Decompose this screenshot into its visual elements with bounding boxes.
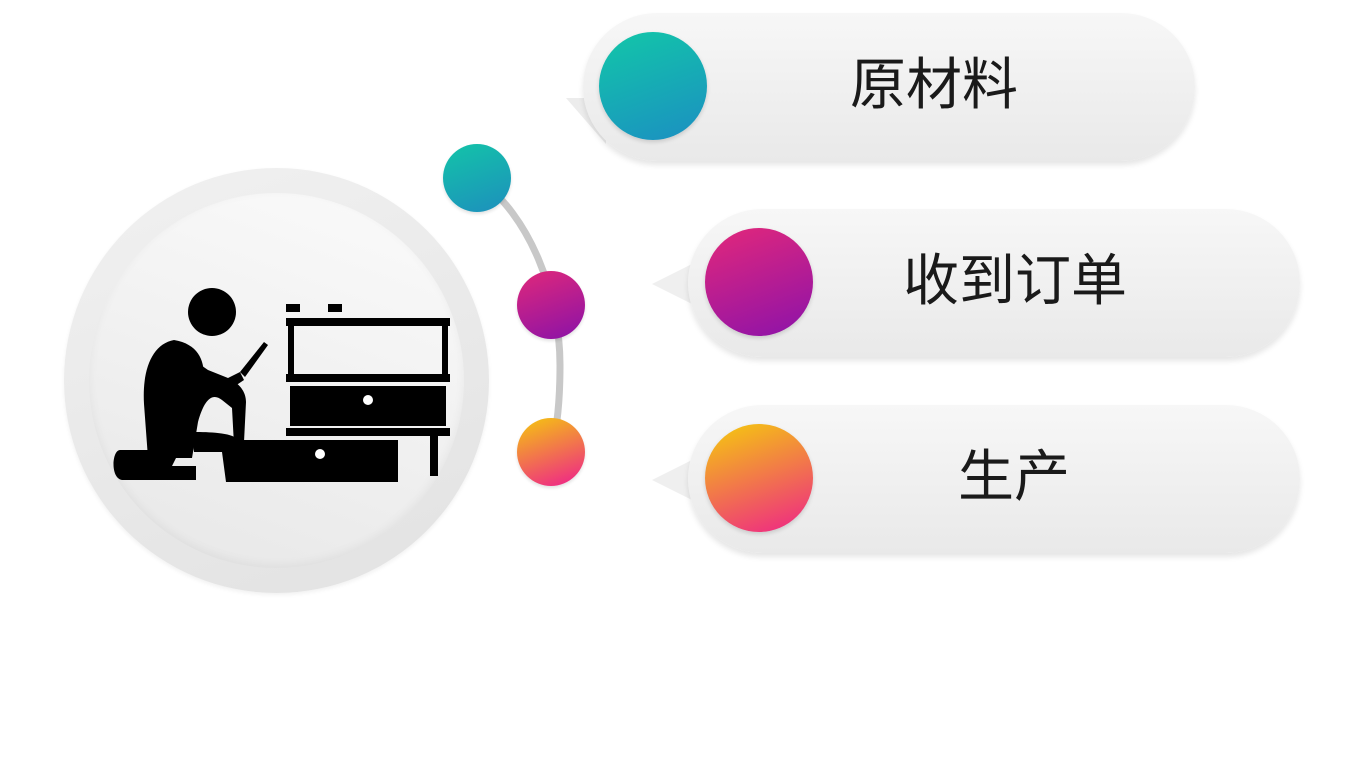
step-1-label: 原材料 <box>850 53 1018 118</box>
step-3-label: 生产 <box>958 445 1070 510</box>
step-1-marker <box>599 32 707 140</box>
worker-assembling-furniture-icon <box>113 288 450 482</box>
step-2-marker <box>705 228 813 336</box>
connector-dot-1 <box>443 144 511 212</box>
step-2-label: 收到订单 <box>903 249 1127 314</box>
step-3-marker <box>705 424 813 532</box>
connector-dot-2 <box>517 271 585 339</box>
connector-dot-3 <box>517 418 585 486</box>
